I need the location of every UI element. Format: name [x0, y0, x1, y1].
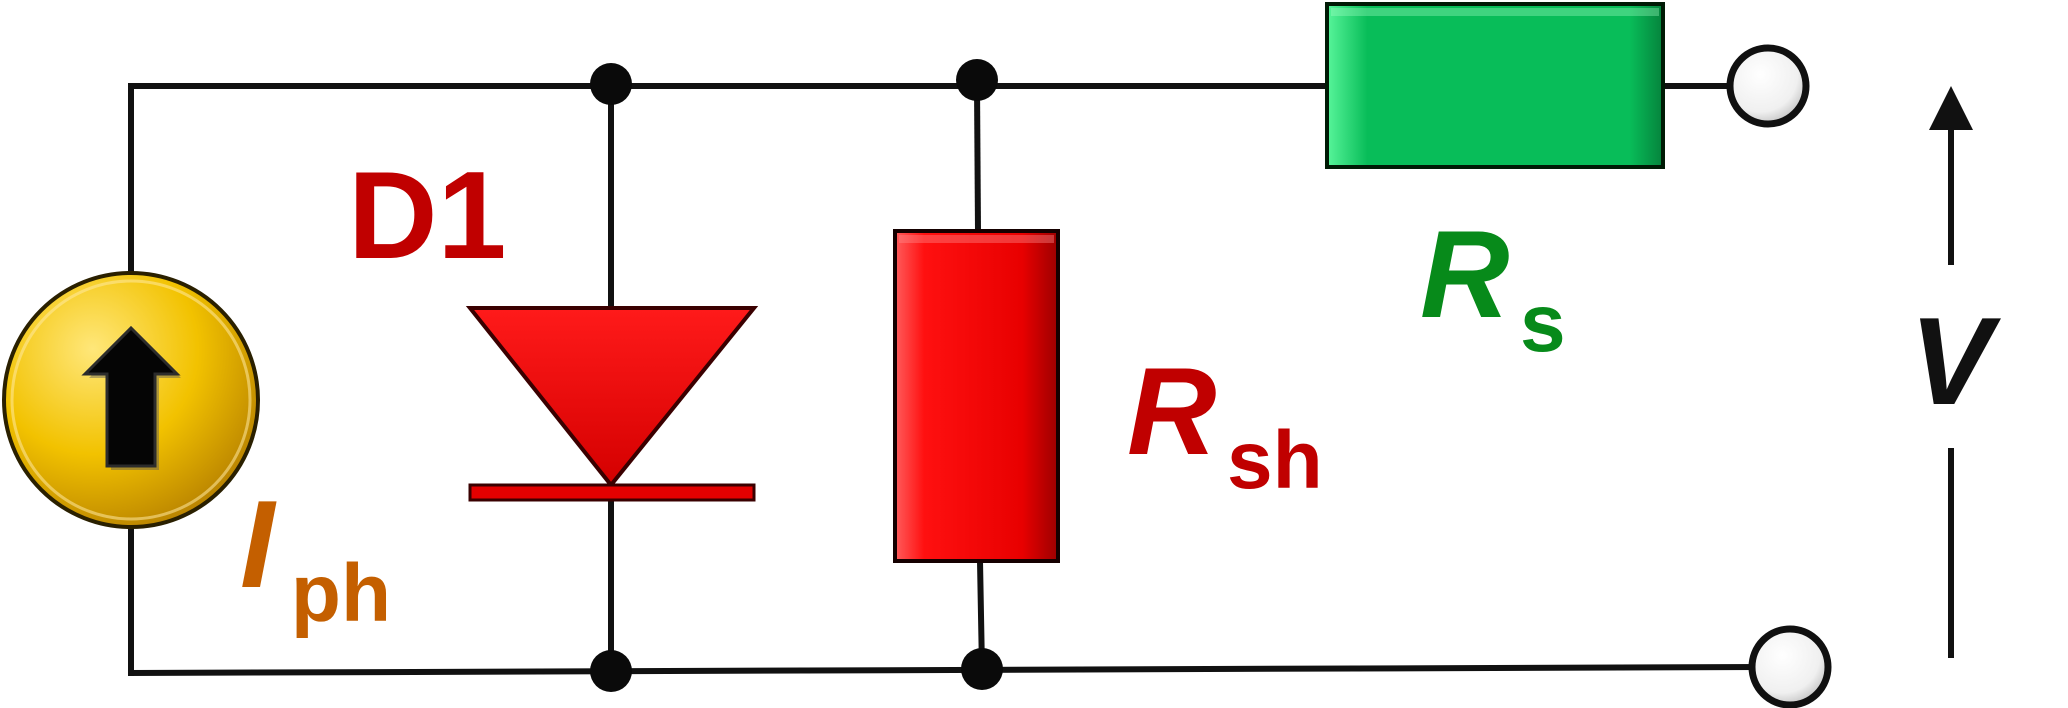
wiring: [127, 82, 1764, 677]
photocurrent-main: I: [240, 476, 277, 614]
junction-node-bottom-diode: [590, 650, 632, 692]
shunt-resistor: [893, 229, 1060, 563]
diode-cathode-bar: [468, 483, 756, 502]
output-terminal-positive: [1726, 44, 1810, 128]
series-resistance-main: R: [1420, 206, 1510, 344]
photocurrent-subscript: ph: [291, 548, 391, 639]
junction-node-bottom-shunt: [961, 648, 1003, 690]
junction-node-top-shunt: [956, 59, 998, 101]
output-terminals: [1726, 44, 1832, 708]
series-resistor: [1325, 2, 1665, 169]
series-resistance-subscript: s: [1520, 278, 1566, 369]
shunt-resistance-subscript: sh: [1227, 415, 1323, 506]
junction-node-top-diode: [590, 63, 632, 105]
shunt-resistance-main: R: [1127, 343, 1217, 481]
diode: [465, 306, 759, 502]
output-terminal-negative: [1748, 625, 1832, 708]
voltage-label: V: [1910, 293, 2002, 431]
up-arrow-icon: [81, 325, 181, 470]
current-source-inner-ring: [10, 279, 252, 521]
diode-label: D1: [348, 147, 507, 285]
up-arrow-icon: [1929, 86, 1973, 130]
diode-triangle: [465, 306, 759, 489]
series-resistor-body: [1325, 2, 1665, 169]
current-source: [2, 271, 260, 529]
shunt-resistor-body: [893, 229, 1060, 563]
shunt-upper-wire: [973, 82, 982, 235]
junction-nodes: [590, 59, 1003, 692]
photocurrent-label: I ph: [240, 476, 391, 639]
series-resistance-label: R s: [1420, 206, 1566, 369]
shunt-resistance-label: R sh: [1127, 343, 1323, 506]
voltage-indicator: [1929, 86, 1973, 658]
bottom-rail-wire: [127, 663, 1764, 677]
